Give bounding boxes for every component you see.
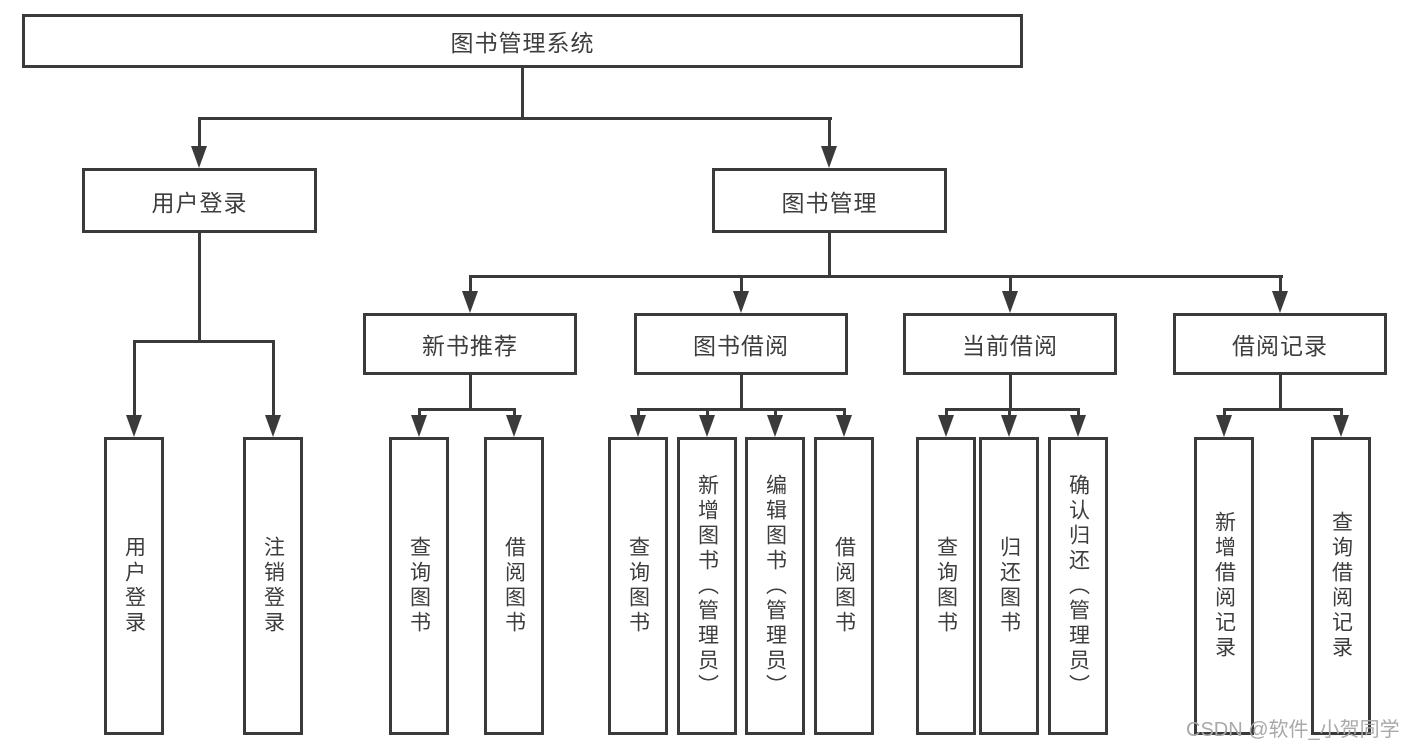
node-leaf-query-books-current: 查询图书: [916, 437, 976, 735]
connector-current-branch: [945, 408, 1080, 411]
connector-shaft-book-management: [828, 117, 831, 147]
arrowhead-down-icon: [821, 146, 837, 168]
node-label: 确认归还（管理员）: [1066, 473, 1090, 699]
node-label: 图书借阅: [693, 333, 789, 359]
arrowhead-down-icon: [462, 291, 478, 313]
connector-shaft-current-borrowing: [1009, 275, 1012, 293]
connector-records-branch: [1223, 408, 1343, 411]
connector-borrowing-branch: [637, 408, 846, 411]
node-leaf-user-login: 用户登录: [104, 437, 164, 735]
connector-shaft-book-borrowing: [740, 275, 743, 293]
arrowhead-down-icon: [733, 291, 749, 313]
node-label: 借阅图书: [832, 536, 856, 636]
arrowhead-down-icon: [506, 415, 522, 437]
arrowhead-down-icon: [1002, 291, 1018, 313]
connector-records-stem: [1279, 375, 1282, 408]
connector-book-management-stem: [828, 233, 831, 275]
node-label: 用户登录: [122, 536, 146, 636]
csdn-watermark: CSDN @软件_小贺同学: [1186, 719, 1400, 741]
arrowhead-down-icon: [126, 415, 142, 437]
arrowhead-down-icon: [767, 415, 783, 437]
node-label: 查询图书: [934, 536, 958, 636]
connector-shaft-leaf: [1008, 408, 1011, 417]
node-book-management: 图书管理: [712, 168, 947, 233]
connector-shaft-leaf: [706, 408, 709, 417]
arrowhead-down-icon: [938, 415, 954, 437]
node-leaf-edit-books-admin: 编辑图书（管理员）: [745, 437, 805, 735]
connector-shaft-leaf: [774, 408, 777, 417]
connector-shaft-leaf-user-login: [133, 340, 136, 417]
node-label: 用户登录: [151, 189, 248, 216]
node-book-borrowing: 图书借阅: [634, 313, 848, 375]
node-leaf-return-books: 归还图书: [979, 437, 1039, 735]
node-label: 新书推荐: [422, 333, 518, 359]
connector-book-management-branch: [469, 275, 1283, 278]
node-label: 注销登录: [261, 536, 285, 636]
node-new-book-recommendation: 新书推荐: [363, 313, 577, 375]
arrowhead-down-icon: [1070, 415, 1086, 437]
node-borrowing-records: 借阅记录: [1173, 313, 1387, 375]
node-leaf-borrow-books-borrow: 借阅图书: [814, 437, 874, 735]
node-label: 新增借阅记录: [1212, 511, 1236, 661]
connector-shaft-user-login: [198, 117, 201, 147]
arrowhead-down-icon: [1333, 415, 1349, 437]
connector-shaft-leaf: [637, 408, 640, 417]
arrowhead-down-icon: [1272, 291, 1288, 313]
connector-shaft-leaf: [1223, 408, 1226, 417]
arrowhead-down-icon: [630, 415, 646, 437]
connector-recommend-branch: [418, 408, 516, 411]
node-label: 查询图书: [626, 536, 650, 636]
connector-root-branch: [198, 117, 832, 120]
arrowhead-down-icon: [191, 146, 207, 168]
connector-root-stem: [521, 68, 524, 117]
arrowhead-down-icon: [265, 415, 281, 437]
node-leaf-confirm-return-admin: 确认归还（管理员）: [1048, 437, 1108, 735]
arrowhead-down-icon: [1001, 415, 1017, 437]
arrowhead-down-icon: [1216, 415, 1232, 437]
node-label: 图书管理: [781, 189, 878, 216]
node-current-borrowing: 当前借阅: [903, 313, 1117, 375]
connector-shaft-leaf: [418, 408, 421, 417]
node-label: 借阅记录: [1232, 333, 1328, 359]
connector-user-login-stem: [198, 233, 201, 340]
node-label: 当前借阅: [962, 333, 1058, 359]
node-label: 查询图书: [407, 536, 431, 636]
node-user-login: 用户登录: [82, 168, 317, 233]
connector-shaft-leaf-logout: [272, 340, 275, 417]
connector-borrowing-stem: [740, 375, 743, 410]
node-label: 图书管理系统: [450, 30, 595, 56]
node-library-management-system: 图书管理系统: [22, 14, 1023, 68]
connector-recommend-stem: [469, 375, 472, 410]
node-label: 查询借阅记录: [1329, 511, 1353, 661]
arrowhead-down-icon: [411, 415, 427, 437]
node-leaf-logout: 注销登录: [243, 437, 303, 735]
connector-shaft-new-book-recommendation: [469, 275, 472, 293]
node-leaf-add-borrow-record: 新增借阅记录: [1194, 437, 1254, 735]
connector-user-login-branch: [133, 340, 275, 343]
connector-shaft-borrowing-records: [1279, 275, 1282, 293]
arrowhead-down-icon: [699, 415, 715, 437]
node-leaf-borrow-books-recommend: 借阅图书: [484, 437, 544, 735]
connector-current-stem: [1009, 375, 1012, 410]
node-label: 编辑图书（管理员）: [763, 473, 787, 699]
connector-shaft-leaf: [1077, 408, 1080, 417]
node-leaf-query-books-recommend: 查询图书: [389, 437, 449, 735]
node-leaf-add-books-admin: 新增图书（管理员）: [677, 437, 737, 735]
node-leaf-query-books-borrow: 查询图书: [608, 437, 668, 735]
node-label: 归还图书: [997, 536, 1021, 636]
node-leaf-query-borrow-record: 查询借阅记录: [1311, 437, 1371, 735]
connector-shaft-leaf: [945, 408, 948, 417]
arrowhead-down-icon: [836, 415, 852, 437]
connector-shaft-leaf: [843, 408, 846, 417]
connector-shaft-leaf: [1340, 408, 1343, 417]
node-label: 新增图书（管理员）: [695, 473, 719, 699]
connector-shaft-leaf: [513, 408, 516, 417]
node-label: 借阅图书: [502, 536, 526, 636]
